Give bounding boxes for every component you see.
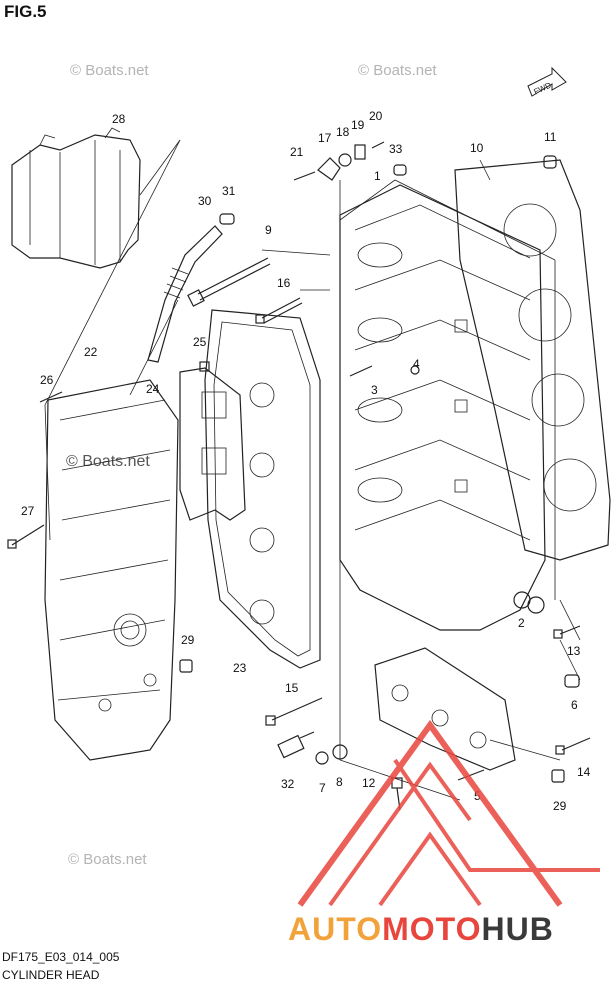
callout: 5 — [474, 789, 481, 803]
watermark: © Boats.net — [358, 62, 437, 79]
part-5-housing — [374, 647, 516, 771]
part-17-seal — [317, 157, 341, 181]
figure-caption: CYLINDER HEAD — [2, 968, 100, 982]
callout: 32 — [281, 777, 295, 791]
part-9-bolt — [187, 257, 271, 307]
callout: 28 — [112, 112, 126, 126]
part-32-sensor — [277, 731, 315, 759]
callout: 9 — [265, 223, 272, 237]
part-11-dowel — [543, 155, 557, 169]
part-4-pin — [410, 365, 420, 375]
part-3-bolt — [349, 365, 373, 377]
part-20-bolt — [371, 141, 385, 149]
part-18-oring — [338, 153, 352, 167]
callout: 23 — [233, 661, 247, 675]
assembly-lines — [44, 139, 581, 801]
part-16-bolt — [255, 297, 303, 324]
callout: 8 — [336, 775, 343, 789]
part-27-bolt — [7, 524, 45, 549]
callout: 26 — [40, 373, 54, 387]
part-33-plug — [393, 164, 407, 176]
part-10-head-gasket — [454, 159, 611, 561]
callout: 17 — [318, 131, 332, 145]
part-24-plate — [179, 367, 246, 521]
part-25-bolt — [199, 361, 210, 372]
part-15-bolt — [265, 697, 323, 726]
callout: 12 — [362, 776, 376, 790]
callout: 1 — [374, 169, 381, 183]
callout: 14 — [577, 765, 591, 779]
callout: 2 — [518, 616, 525, 630]
automotohub-logo — [297, 719, 600, 907]
callout: 16 — [277, 276, 291, 290]
callout-labels: 28 30 31 9 16 25 24 22 26 27 29 23 15 32… — [21, 109, 591, 813]
fwd-arrow-icon: FWD — [527, 66, 567, 97]
part-8-washer — [332, 744, 348, 760]
watermark: © Boats.net — [68, 851, 147, 868]
callout: 11 — [544, 130, 557, 144]
callout: 24 — [146, 382, 160, 396]
part-13-bolt — [553, 625, 581, 639]
callout: 33 — [389, 142, 403, 156]
part-7-washer — [315, 751, 329, 765]
watermark: © Boats.net — [70, 62, 149, 79]
callout: 4 — [413, 357, 420, 371]
part-29-cap-b — [551, 769, 565, 783]
brand-part1: AUTO — [288, 911, 382, 947]
part-21-bolt — [293, 171, 316, 181]
part-6-cap — [564, 674, 580, 688]
part-23-gasket — [204, 309, 321, 669]
brand-wordmark: AUTOMOTOHUB — [288, 911, 554, 947]
callout: 7 — [319, 781, 326, 795]
part-26-bolt — [39, 391, 63, 403]
part-2-seal — [513, 591, 545, 614]
callout: 29 — [181, 633, 195, 647]
brand-part2: MOTO — [382, 911, 481, 947]
part-28-cover — [11, 127, 141, 269]
callout: 31 — [222, 184, 236, 198]
callout: 30 — [198, 194, 212, 208]
part-19-plug — [354, 144, 366, 160]
callout: 18 — [336, 125, 350, 139]
callout: 27 — [21, 504, 35, 518]
callout: 13 — [567, 644, 581, 658]
figure-title: FIG.5 — [4, 2, 47, 21]
callout: 19 — [351, 118, 365, 132]
callout: 20 — [369, 109, 383, 123]
part-1-cylinder-head — [339, 184, 546, 631]
callout: 10 — [470, 141, 484, 155]
figure-code: DF175_E03_014_005 — [2, 950, 120, 964]
part-30-hose — [147, 225, 223, 363]
callout: 3 — [371, 383, 378, 397]
callout: 25 — [193, 335, 207, 349]
callout: 6 — [571, 698, 578, 712]
callout: 22 — [84, 345, 98, 359]
part-14-bolt — [555, 737, 591, 755]
callout: 29 — [553, 799, 567, 813]
brand-part3: HUB — [481, 911, 553, 947]
part-22-cover — [44, 379, 179, 761]
part-29-cap — [179, 659, 193, 673]
part-5-bolt — [457, 769, 485, 781]
callout: 21 — [290, 145, 304, 159]
part-31-clamp — [219, 213, 235, 225]
callout: 15 — [285, 681, 299, 695]
